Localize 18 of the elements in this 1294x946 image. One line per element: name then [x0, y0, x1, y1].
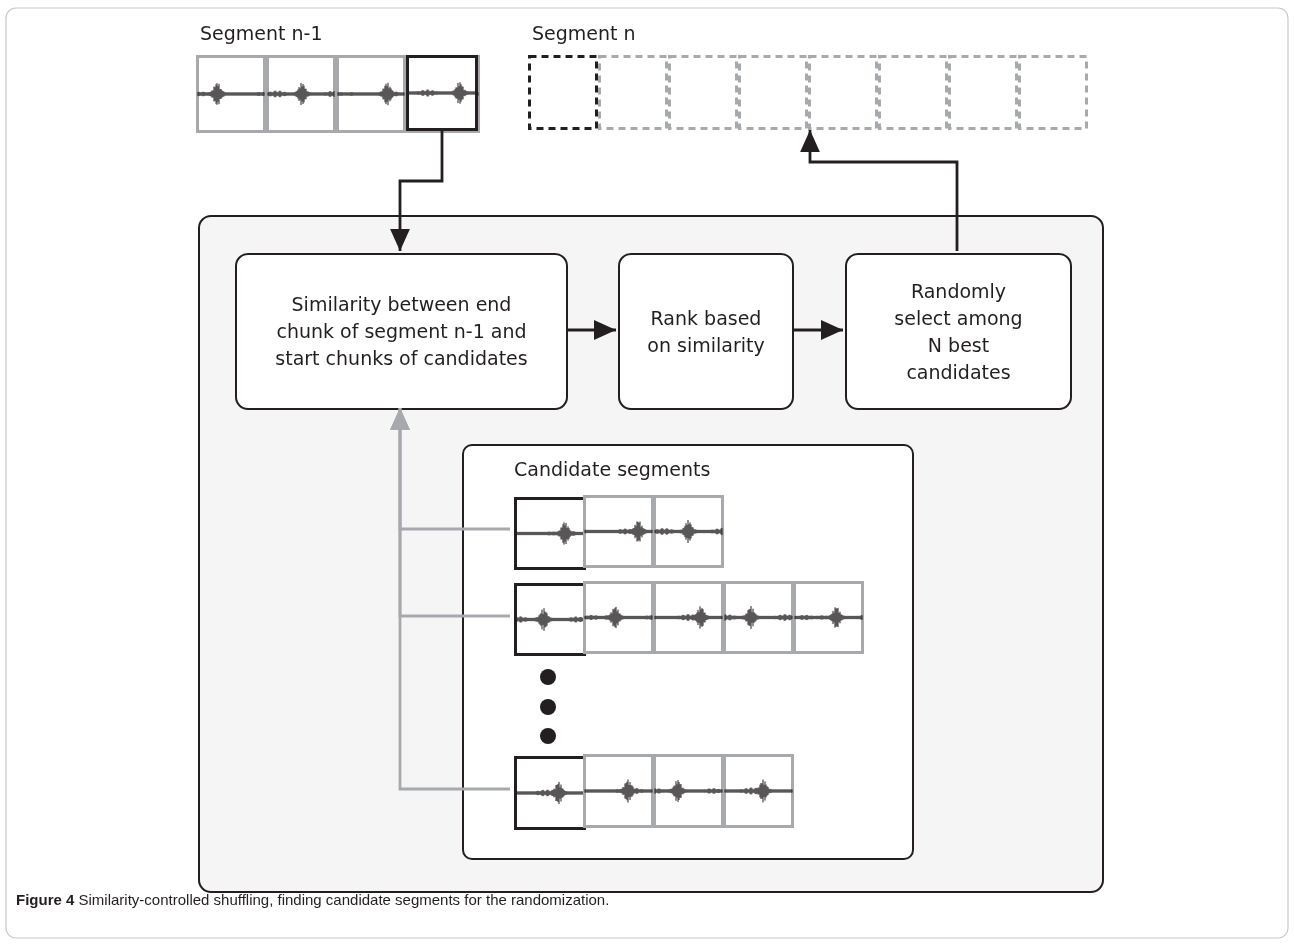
- arrow: [390, 131, 444, 251]
- process-panel: [198, 215, 1104, 893]
- process-box: Randomly select among N best candidates: [845, 253, 1072, 410]
- start-chunk: [514, 497, 586, 570]
- arrow: [800, 130, 959, 251]
- process-box: Rank based on similarity: [618, 253, 794, 410]
- figure-caption: Figure 4 Similarity-controlled shuffling, finding candidate segments for the randomization.: [16, 891, 610, 908]
- panel-heading: Candidate segments: [514, 458, 711, 480]
- start-chunk: [406, 55, 478, 131]
- candidate-panel: [462, 444, 914, 860]
- arrow: [566, 320, 616, 340]
- segment-label: Segment n-1: [200, 22, 323, 44]
- process-box: Similarity between end chunk of segment n-1 and start chunks of candidates: [235, 253, 568, 410]
- start-chunk: [514, 756, 586, 830]
- start-chunk: [514, 583, 586, 656]
- arrow: [390, 408, 510, 791]
- segment-label: Segment n: [532, 22, 636, 44]
- arrow: [792, 320, 843, 340]
